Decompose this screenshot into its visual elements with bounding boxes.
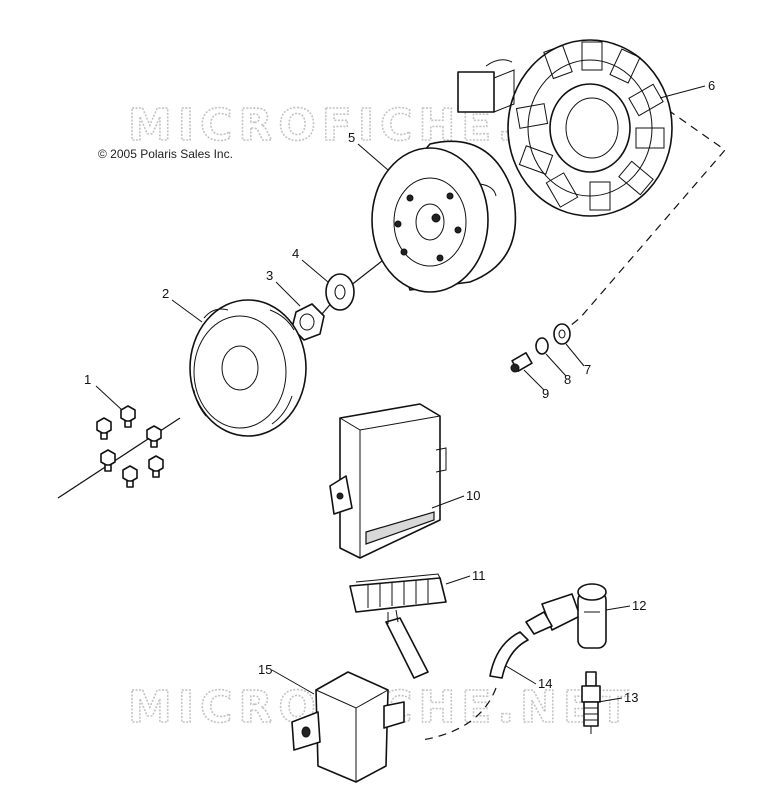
callout-10: 10 [466, 488, 480, 503]
callout-6: 6 [708, 78, 715, 93]
callout-4: 4 [292, 246, 299, 261]
callout-11: 11 [472, 568, 486, 583]
callout-5: 5 [348, 130, 355, 145]
callout-8: 8 [564, 372, 571, 387]
callout-9: 9 [542, 386, 549, 401]
lock-washer-part [535, 337, 549, 355]
spark-plug-cap-part [525, 583, 607, 649]
screw-part [510, 352, 533, 373]
callout-13: 13 [624, 690, 638, 705]
ignition-coil-part [291, 671, 405, 783]
callout-1: 1 [84, 372, 91, 387]
leader-lines [95, 85, 706, 703]
flywheel-part [371, 140, 517, 293]
cdi-module-part [329, 403, 447, 559]
copyright-text: © 2005 Polaris Sales Inc. [98, 147, 233, 161]
ignition-wire-part [421, 631, 529, 741]
callout-12: 12 [632, 598, 646, 613]
stator-part [457, 39, 673, 217]
callout-2: 2 [162, 286, 169, 301]
connector-part [349, 573, 447, 679]
callout-14: 14 [538, 676, 552, 691]
washer-small-part [553, 323, 571, 345]
callouts: 1 2 3 4 5 6 7 8 9 10 11 12 13 14 15 [84, 78, 715, 705]
bolts-part [96, 405, 164, 488]
spark-plug-part [581, 671, 601, 734]
callout-3: 3 [266, 268, 273, 283]
callout-15: 15 [258, 662, 272, 677]
recoil-cup-part [189, 299, 307, 437]
washer-part [325, 273, 355, 311]
callout-7: 7 [584, 362, 591, 377]
